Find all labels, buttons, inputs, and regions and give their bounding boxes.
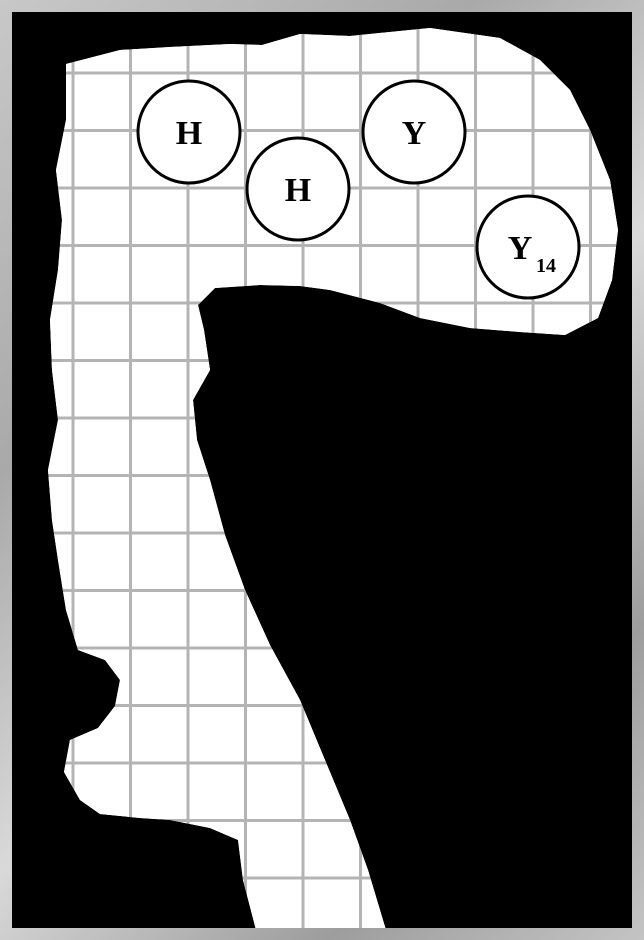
- token-y-1[interactable]: Y: [363, 81, 465, 183]
- token-h-2[interactable]: H: [247, 138, 349, 240]
- token-y-14[interactable]: Y 14: [477, 196, 579, 298]
- token-label: Y: [402, 115, 427, 152]
- map-svg: H H Y Y 14: [12, 12, 632, 928]
- token-label: H: [285, 172, 311, 209]
- token-label: H: [176, 115, 202, 152]
- token-subscript: 14: [536, 255, 556, 277]
- token-label: Y: [508, 230, 533, 267]
- token-h-1[interactable]: H: [138, 81, 240, 183]
- map-panel: H H Y Y 14: [12, 12, 632, 928]
